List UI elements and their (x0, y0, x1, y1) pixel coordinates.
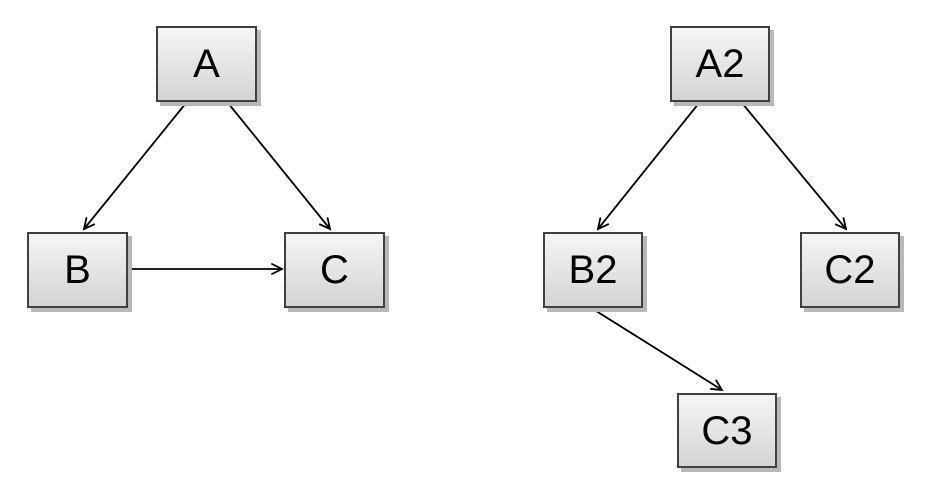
node-B2: B2 (543, 232, 643, 308)
node-A: A (156, 26, 257, 102)
node-label: C (320, 248, 349, 292)
node-label: C2 (824, 248, 876, 292)
edge-B2-C3 (592, 308, 724, 392)
node-label: C3 (701, 408, 753, 453)
edge-A-C (227, 102, 332, 231)
edge-A2-B2 (596, 102, 700, 231)
node-A2: A2 (670, 26, 770, 102)
node-label: B (64, 248, 91, 292)
edge-A-B (82, 102, 187, 231)
node-B: B (27, 232, 128, 308)
node-C2: C2 (800, 232, 900, 308)
node-C: C (284, 232, 385, 308)
node-C3: C3 (677, 393, 777, 468)
node-label: B2 (568, 248, 618, 292)
node-label: A (193, 42, 220, 86)
node-label: A2 (695, 42, 745, 86)
edge-A2-C2 (741, 102, 848, 231)
